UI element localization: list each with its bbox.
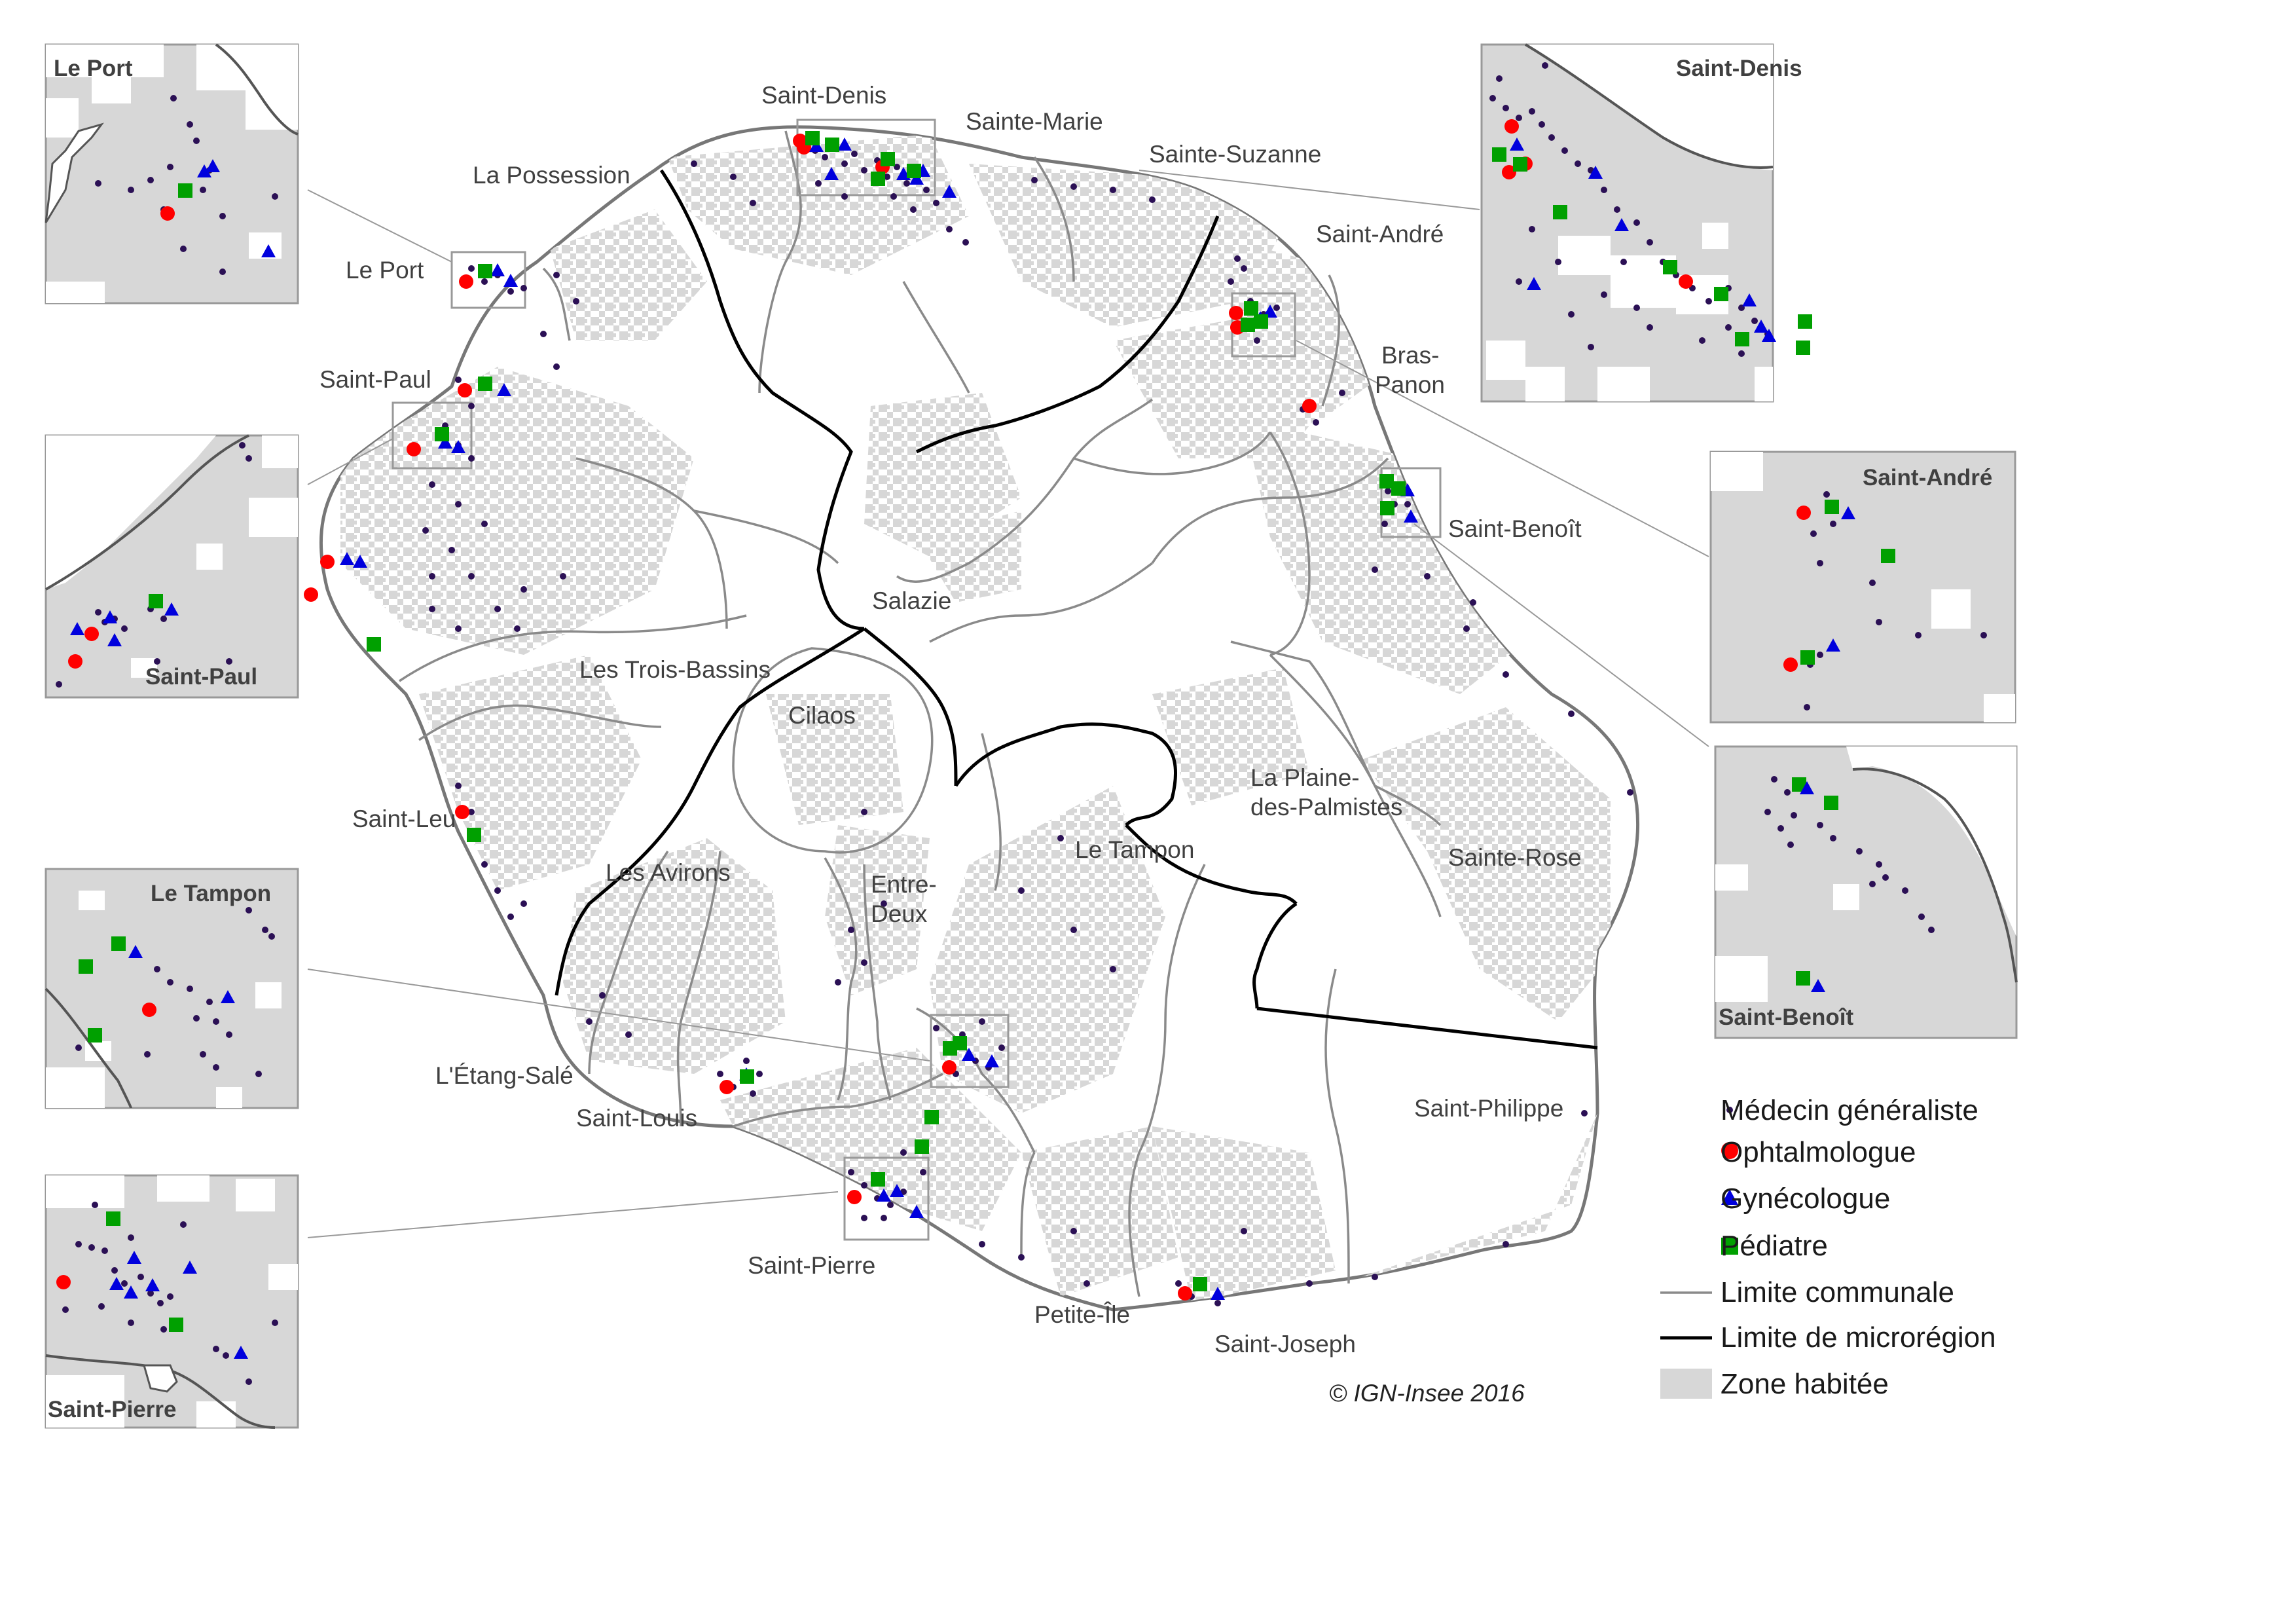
label-saint-leu: Saint-Leu [352, 805, 456, 832]
inset-title-saint-paul: Saint-Paul [145, 664, 257, 690]
inset-le-port: Le Port [45, 43, 299, 304]
inset-title-le-tampon: Le Tampon [151, 881, 271, 906]
label-entre-deux: Entre-Deux [871, 871, 937, 927]
label-salazie: Salazie [872, 587, 951, 614]
legend-item-gynecologist: Gynécologue [1721, 1183, 1890, 1215]
inset-title-saint-andre: Saint-André [1863, 465, 1992, 490]
svg-text:Ophtalmologue: Ophtalmologue [1721, 1136, 1916, 1168]
inset-connectors [307, 170, 1709, 1238]
inset-title-saint-denis: Saint-Denis [1676, 56, 1802, 81]
label-les-trois-bassins: Les Trois-Bassins [579, 656, 771, 683]
label-sainte-rose: Sainte-Rose [1448, 844, 1582, 871]
svg-text:Gynécologue: Gynécologue [1721, 1183, 1890, 1215]
inset-title-saint-pierre: Saint-Pierre [48, 1397, 176, 1422]
frame-le-tampon [930, 1014, 1010, 1088]
svg-text:Limite communale: Limite communale [1721, 1276, 1954, 1308]
label-saint-joseph: Saint-Joseph [1214, 1331, 1356, 1357]
legend-item-ophthalmologist: Ophtalmologue [1721, 1136, 1916, 1168]
svg-text:Médecin généraliste: Médecin généraliste [1721, 1094, 1978, 1126]
inset-le-tampon: Le Tampon [45, 868, 299, 1109]
green-square-icon [1721, 1238, 1738, 1255]
microregion-limits [555, 169, 1598, 1050]
legend-item-microregion-limit: Limite de microrégion [1660, 1321, 1996, 1354]
label-saint-andre: Saint-André [1316, 221, 1444, 248]
svg-text:Limite de microrégion: Limite de microrégion [1721, 1321, 1996, 1354]
inset-saint-andre: Saint-André [1709, 451, 2016, 724]
label-sainte-suzanne: Sainte-Suzanne [1149, 141, 1321, 168]
frame-le-port [450, 251, 526, 309]
inset-saint-paul: Saint-Paul [45, 434, 299, 699]
legend-item-pediatrician: Pédiatre [1721, 1230, 1828, 1262]
label-petite-ile: Petite-Île [1034, 1301, 1130, 1328]
ophthalmologist-markers [304, 134, 1317, 1301]
label-cilaos: Cilaos [788, 702, 856, 729]
label-saint-philippe: Saint-Philippe [1414, 1095, 1563, 1122]
inset-title-saint-benoit: Saint-Benoît [1719, 1005, 1853, 1030]
small-dot-icon [1726, 1107, 1733, 1113]
inset-saint-pierre: Saint-Pierre [45, 1174, 299, 1429]
label-la-plaine-des-palmistes: La Plaine-des-Palmistes [1250, 764, 1402, 821]
frame-saint-paul [392, 401, 473, 470]
label-saint-pierre: Saint-Pierre [748, 1252, 875, 1279]
commune-limits [399, 130, 1442, 1297]
label-sainte-marie: Sainte-Marie [966, 108, 1103, 135]
label-les-avirons: Les Avirons [606, 859, 731, 886]
label-saint-denis: Saint-Denis [761, 82, 886, 109]
label-la-possession: La Possession [473, 162, 630, 189]
copyright: © IGN-Insee 2016 [1329, 1380, 1525, 1407]
label-saint-benoit: Saint-Benoît [1448, 515, 1582, 542]
blue-triangle-icon [1721, 1189, 1738, 1205]
reunion-island [319, 125, 1640, 1312]
inset-title-le-port: Le Port [54, 56, 133, 81]
pediatrician-markers [367, 131, 1406, 1291]
svg-text:Zone habitée: Zone habitée [1721, 1368, 1889, 1400]
commune-labels: Saint-Denis Sainte-Marie Sainte-Suzanne … [319, 82, 1582, 1357]
generalist-markers [422, 141, 1633, 1306]
legend: Médecin généraliste Ophtalmologue Gynéco… [1660, 1094, 1996, 1400]
inset-saint-benoit: Saint-Benoît [1714, 745, 2018, 1039]
grey-patch-icon [1660, 1369, 1712, 1399]
label-l-etang-sale: L'Étang-Salé [435, 1062, 574, 1089]
label-saint-louis: Saint-Louis [576, 1105, 697, 1132]
red-circle-icon [1721, 1142, 1738, 1159]
label-bras-panon: Bras-Panon [1375, 342, 1445, 398]
svg-text:Pédiatre: Pédiatre [1721, 1230, 1828, 1262]
label-saint-paul: Saint-Paul [319, 366, 431, 393]
frame-saint-pierre [843, 1156, 930, 1241]
frame-saint-denis [796, 119, 936, 196]
legend-item-inhabited-zone: Zone habitée [1660, 1368, 1889, 1400]
legend-item-generalist: Médecin généraliste [1721, 1094, 1978, 1126]
label-le-port: Le Port [346, 257, 424, 284]
label-le-tampon: Le Tampon [1075, 836, 1194, 863]
inset-saint-denis: Saint-Denis [1480, 43, 1812, 403]
legend-item-commune-limit: Limite communale [1660, 1276, 1954, 1308]
